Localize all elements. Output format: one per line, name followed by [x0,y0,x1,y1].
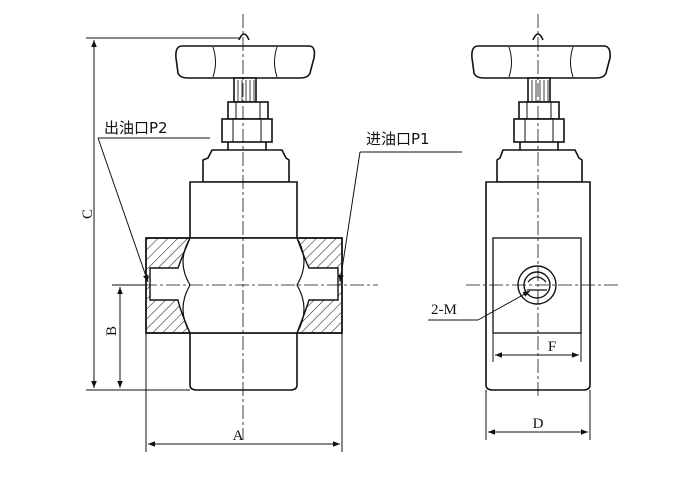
dim-b-label: B [104,326,120,336]
dim-d-label: D [533,416,544,432]
dim-f [492,333,582,362]
side-bonnet [496,149,583,183]
dim-d [485,390,591,440]
front-handwheel [175,33,316,79]
front-body-upper [189,181,298,239]
side-port-face [492,237,582,334]
dim-c-label: C [80,209,96,219]
thread-leader [428,290,531,321]
front-nut [221,101,273,150]
dim-a-label: A [233,428,244,444]
front-body-lower [189,332,298,391]
front-stem [233,77,257,103]
side-nut [513,101,565,150]
side-handwheel [471,33,611,79]
dim-a [145,333,343,452]
front-bonnet [202,149,290,183]
outlet-leader [97,137,210,283]
side-stem [527,77,551,103]
inlet-leader [338,151,462,283]
inlet-port-label: 进油口P1 [366,130,430,148]
dim-b [112,284,190,391]
right-port-wall [295,237,343,334]
outlet-port-label: 出油口P2 [104,119,168,137]
dim-f-label: F [548,339,556,355]
front-centerlines [120,14,378,440]
side-view [471,33,611,391]
thread-label: 2-M [431,302,457,318]
side-centerlines [466,14,618,398]
front-view [145,33,343,391]
